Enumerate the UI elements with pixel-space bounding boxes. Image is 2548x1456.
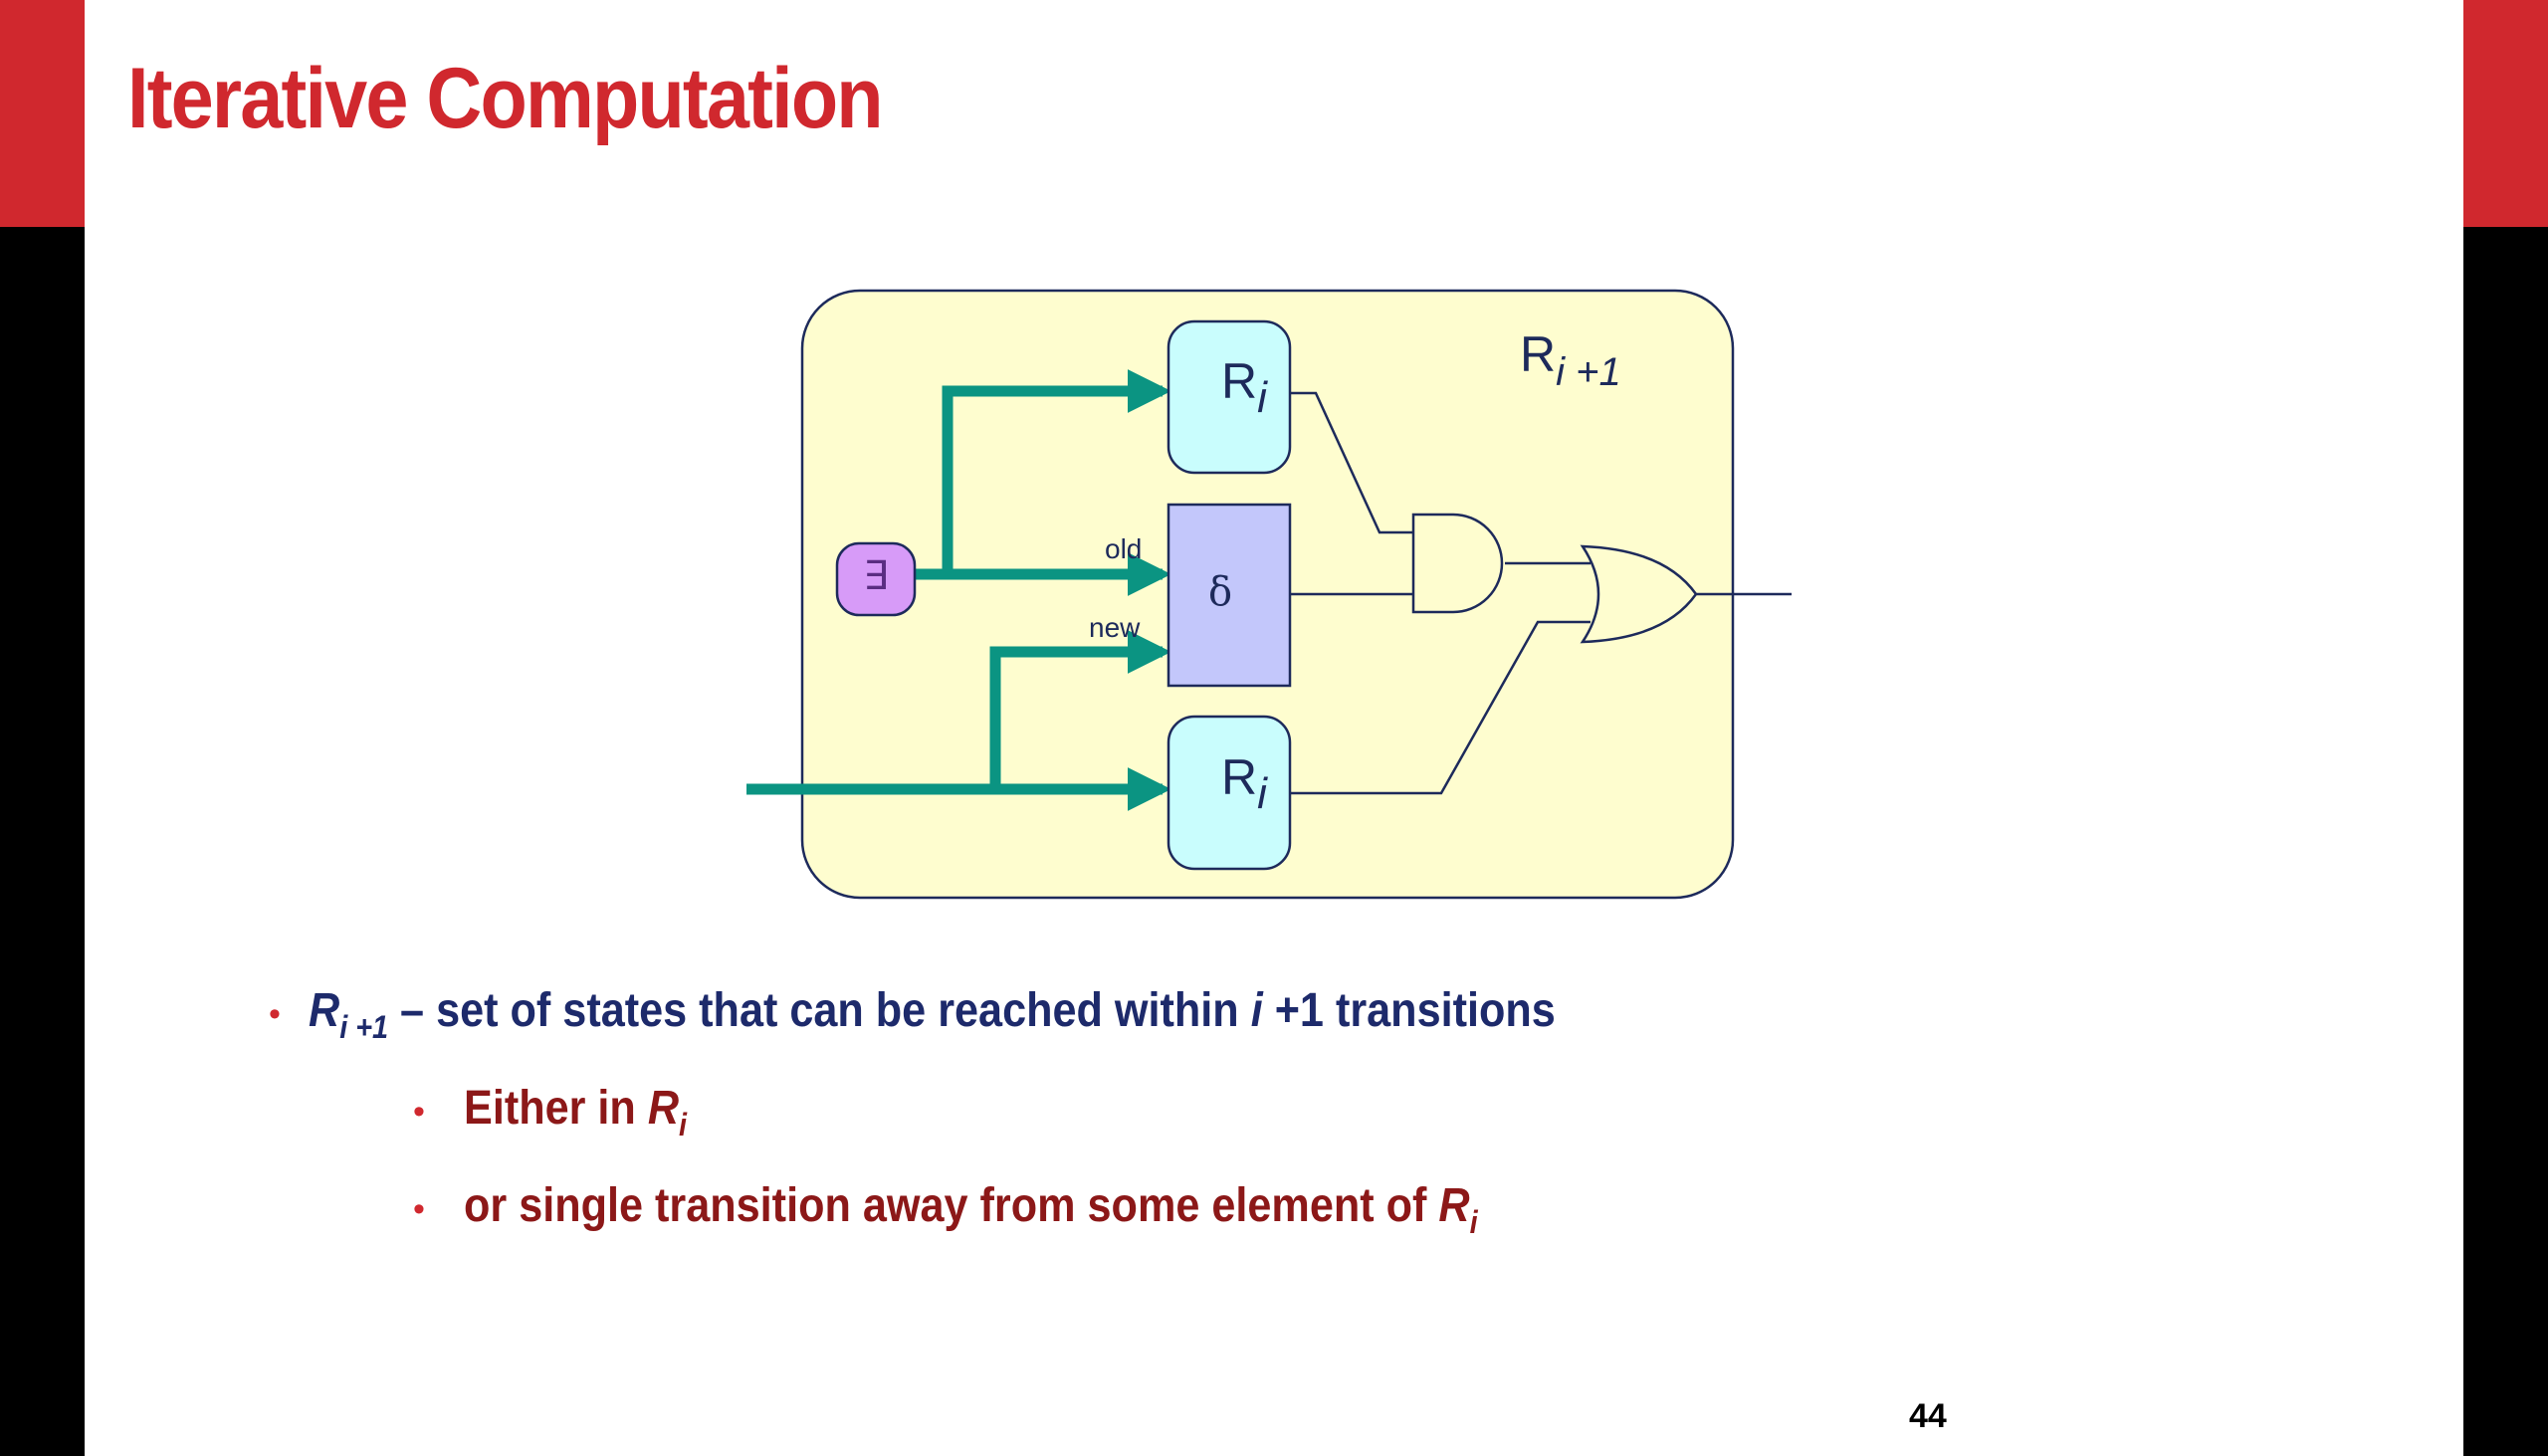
ri-bottom-label: Ri (1221, 749, 1268, 818)
bullet-dot-1: • (269, 995, 281, 1033)
ri-top-label: Ri (1221, 353, 1268, 422)
red-accent-bar-right (2463, 0, 2548, 227)
bullet1-r-subscript: i +1 (339, 1009, 389, 1045)
box-label-subscript: i +1 (1556, 350, 1621, 394)
bullet2-r-subscript: i (679, 1107, 688, 1143)
bullet-dot-3: • (413, 1190, 425, 1228)
old-label: old (1105, 533, 1142, 564)
bullet-either-in-ri: Either in Ri (464, 1081, 687, 1143)
exists-label: ∃ (863, 553, 888, 599)
delta-box (1167, 503, 1292, 688)
bullet-reachable-states: Ri +1 – set of states that can be reache… (309, 983, 1556, 1045)
bullet3-text: or single transition away from some elem… (464, 1179, 1439, 1232)
bullet1-r: R (309, 984, 340, 1037)
slide-title: Iterative Computation (127, 51, 884, 146)
arrow-new (989, 630, 1171, 789)
or-gate (1580, 544, 1698, 644)
ri-top-subscript: i (1257, 373, 1268, 422)
box-label-r-i-plus-1: Ri +1 (1520, 326, 1621, 394)
and-gate (1411, 513, 1504, 614)
bullet2-r: R (647, 1082, 680, 1135)
bullet3-r-subscript: i (1469, 1204, 1478, 1240)
new-label: new (1089, 612, 1141, 643)
red-accent-bar-left (0, 0, 85, 227)
exists-box (835, 541, 917, 617)
ri-top-box (1167, 319, 1292, 475)
bullet2-text: Either in (464, 1082, 648, 1135)
bullet3-r: R (1438, 1179, 1470, 1232)
bullet-dot-2: • (413, 1093, 425, 1131)
wire-ri-bottom-to-or (1290, 620, 1591, 795)
delta-label: δ (1208, 569, 1232, 615)
bullet1-text-b: +1 transitions (1262, 984, 1556, 1037)
bullet-single-transition: or single transition away from some elem… (464, 1178, 1478, 1240)
bullet1-i: i (1250, 984, 1263, 1037)
page-number: 44 (1909, 1397, 1947, 1435)
wire-ri-top-to-and (1290, 391, 1413, 534)
bullet1-text-a: – set of states that can be reached with… (388, 984, 1251, 1037)
ri-bottom-subscript: i (1257, 769, 1268, 818)
